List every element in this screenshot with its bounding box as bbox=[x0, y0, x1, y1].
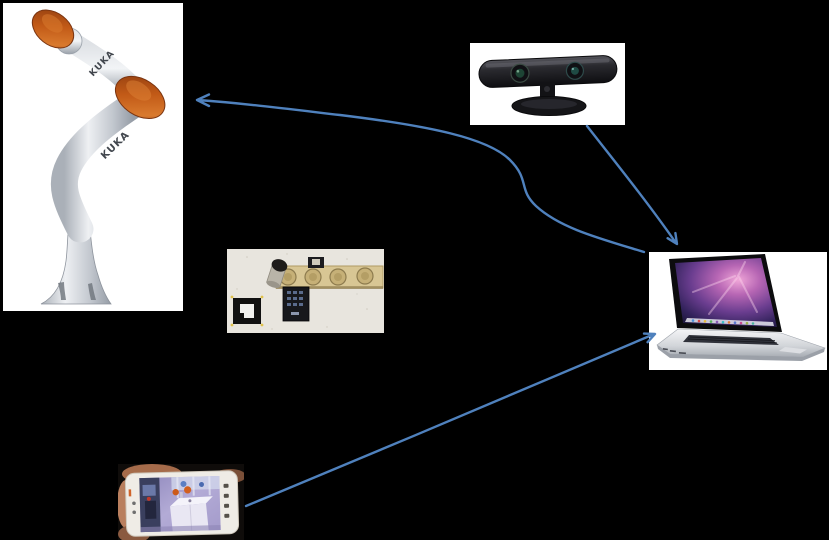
block-holes bbox=[279, 267, 374, 286]
robot-lower-arm bbox=[50, 91, 147, 243]
laptop-trackpad bbox=[779, 347, 807, 354]
laptop-front-edge bbox=[657, 345, 825, 361]
side-ports bbox=[662, 347, 686, 355]
arrow-sensor-to-laptop bbox=[585, 124, 679, 246]
laptop-illustration bbox=[649, 252, 827, 370]
wallpaper-light-streaks bbox=[692, 261, 758, 315]
robot-elbow-joint bbox=[114, 75, 166, 120]
dock-icons bbox=[691, 319, 761, 326]
phone-camera-illustration bbox=[118, 464, 244, 540]
laptop-display-wallpaper bbox=[675, 258, 777, 327]
depth-sensor-illustration bbox=[470, 43, 625, 125]
cylinder-object bbox=[266, 259, 288, 288]
workspace-illustration bbox=[227, 249, 384, 333]
phone-camera-image bbox=[118, 464, 244, 540]
depth-sensor-image bbox=[470, 43, 625, 125]
wooden-block-shadow bbox=[276, 286, 383, 289]
robot-illustration: KUKA KUKA bbox=[3, 3, 183, 311]
scene-white-table bbox=[170, 496, 213, 532]
camera-ui-icons bbox=[223, 483, 230, 518]
robot-image: KUKA KUKA bbox=[3, 3, 183, 311]
phone-side-switch bbox=[128, 489, 132, 497]
ar-marker bbox=[230, 295, 264, 327]
scene-floor bbox=[140, 524, 221, 533]
robot-base-vent bbox=[58, 282, 66, 300]
phone-button-icon bbox=[132, 510, 136, 515]
keyboard-key-rows bbox=[687, 336, 778, 344]
keypad-keys bbox=[287, 291, 303, 315]
robot-end-effector-flange bbox=[31, 9, 75, 49]
laptop-image bbox=[649, 252, 827, 370]
arrow-laptop-to-robot bbox=[195, 93, 646, 254]
workspace-image bbox=[227, 249, 384, 333]
phone-button-icon bbox=[132, 501, 136, 506]
robot-base-vent bbox=[88, 283, 96, 300]
arrow-phone-to-laptop bbox=[244, 332, 657, 508]
